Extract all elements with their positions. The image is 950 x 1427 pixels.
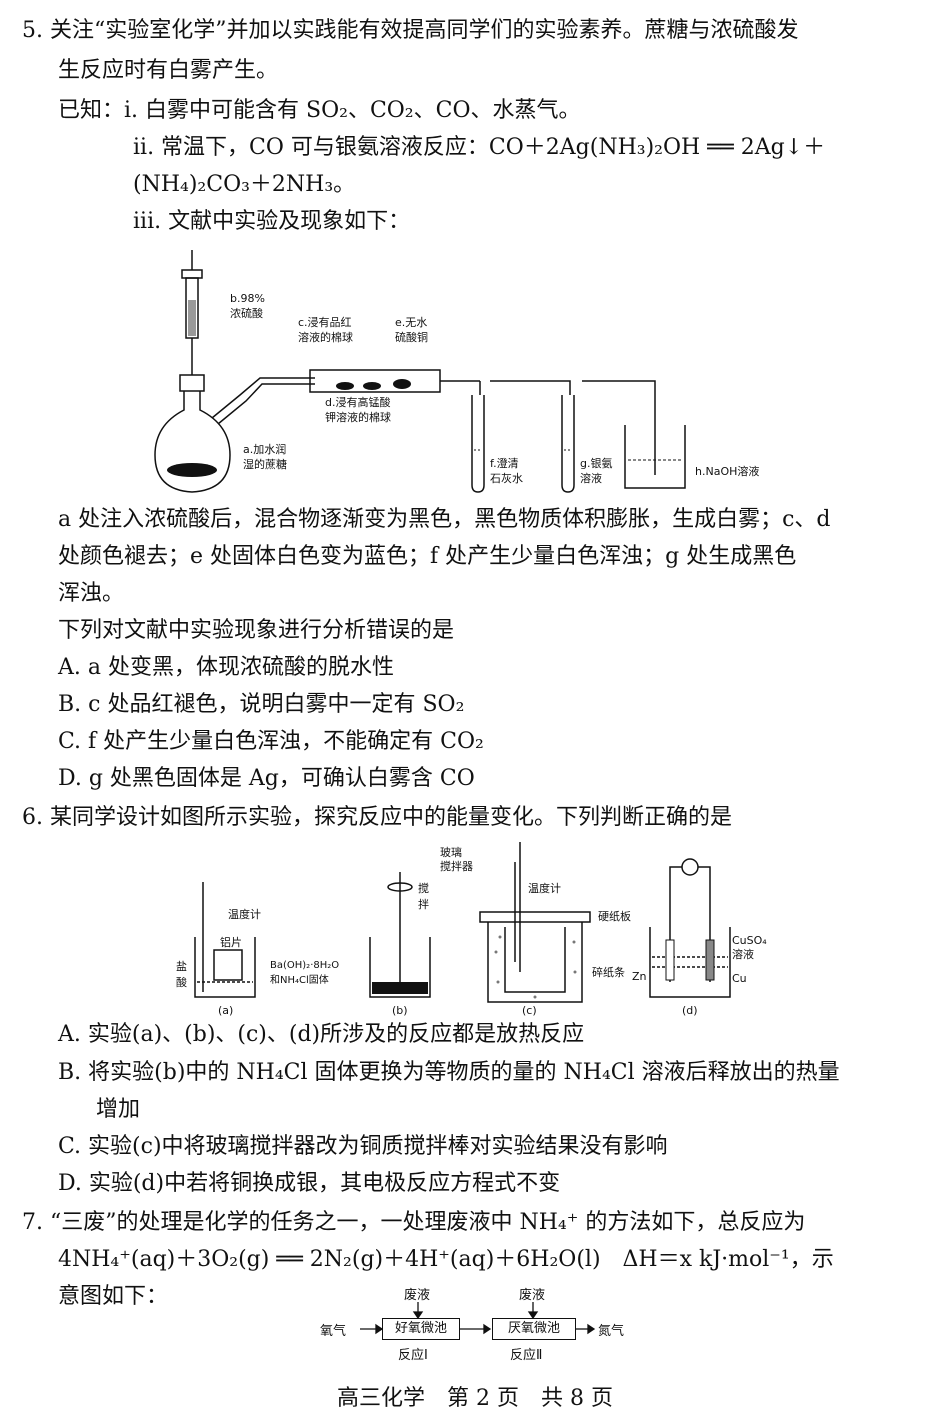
- label-g2: 溶液: [580, 472, 602, 485]
- label-thermometer-c: 温度计: [528, 882, 561, 895]
- q6-option-b-line-2: 增加: [96, 1097, 141, 1122]
- q6-option-b-line-1: B. 将实验(b)中的 NH₄Cl 固体更换为等物质的量的 NH₄Cl 溶液后释…: [58, 1060, 840, 1085]
- flow-nitrogen: 氮气: [598, 1324, 625, 1339]
- q5-observation-2: 处颜色褪去；e 处固体白色变为蓝色；f 处产生少量白色浑浊；g 处生成黑色: [58, 544, 797, 569]
- label-zn: Zn: [632, 970, 647, 983]
- flow-waste-1: 废液: [404, 1288, 431, 1303]
- label-g: g.银氨: [580, 457, 613, 470]
- flow-arrows: [360, 1302, 596, 1335]
- q5-option-b: B. c 处品红褪色，说明白雾中一定有 SO₂: [58, 692, 465, 717]
- caption-c: (c): [522, 1004, 537, 1017]
- caption-b: (b): [392, 1004, 408, 1017]
- label-cardboard: 硬纸板: [598, 910, 631, 923]
- label-aluminum: 铝片: [220, 936, 242, 949]
- label-f2: 石灰水: [490, 472, 523, 485]
- label-acid-2: 酸: [176, 976, 187, 989]
- q6-stem: 6. 某同学设计如图所示实验，探究反应中的能量变化。下列判断正确的是: [22, 805, 732, 830]
- flow-waste-2: 废液: [519, 1288, 546, 1303]
- q7-line-3: 意图如下：: [58, 1284, 169, 1309]
- page-footer: 高三化学 第 2 页 共 8 页: [337, 1386, 613, 1411]
- q5-question: 下列对文献中实验现象进行分析错误的是: [58, 618, 455, 643]
- q6-experiment-figure: 温度计 铝片 盐 酸 搅 拌 Ba(OH)₂·8H₂O 和NH₄Cl固体 玻璃 …: [170, 842, 770, 1020]
- flow-anaerobic-tank: 厌氧微池: [492, 1318, 576, 1340]
- q5-apparatus-figure: b.98% 浓硫酸 c.浸有品红 溶液的棉球 e.无水 硫酸铜 d.浸有高锰酸 …: [150, 250, 759, 500]
- label-f: f.澄清: [490, 457, 519, 470]
- label-nh4cl: 和NH₄Cl固体: [270, 975, 329, 986]
- q7-line-2: 4NH₄⁺(aq)＋3O₂(g) ══ 2N₂(g)＋4H⁺(aq)＋6H₂O(…: [58, 1247, 834, 1272]
- label-stir-1: 搅: [418, 882, 429, 895]
- q5-option-d: D. g 处黑色固体是 Ag，可确认白雾含 CO: [58, 766, 475, 791]
- flow-aerobic-tank: 好氧微池: [382, 1318, 460, 1340]
- q5-line-2: 生反应时有白雾产生。: [58, 58, 279, 83]
- q6-option-c: C. 实验(c)中将玻璃搅拌器改为铜质搅拌棒对实验结果没有影响: [58, 1134, 668, 1159]
- q5-known-2: ii. 常温下，CO 可与银氨溶液反应：CO＋2Ag(NH₃)₂OH ══ 2A…: [133, 135, 826, 160]
- q7-flow-diagram: 废液 废液 氧气 好氧微池 厌氧微池 氮气 反应Ⅰ 反应Ⅱ: [318, 1282, 638, 1372]
- experiments-drawing: [194, 842, 731, 1003]
- apparatus-drawing: [154, 250, 686, 493]
- label-d: d.浸有高锰酸: [325, 396, 391, 409]
- label-glass-1: 玻璃: [440, 846, 462, 859]
- label-e: e.无水: [395, 316, 428, 329]
- q6-option-d: D. 实验(d)中若将铜换成银，其电极反应方程式不变: [58, 1171, 561, 1196]
- q5-observation-3: 浑浊。: [58, 581, 125, 606]
- q5-known-4: iii. 文献中实验及现象如下：: [133, 209, 411, 234]
- label-b2: 浓硫酸: [230, 307, 263, 320]
- label-stir-2: 拌: [418, 898, 429, 911]
- q5-option-a: A. a 处变黑，体现浓硫酸的脱水性: [58, 655, 394, 680]
- q5-known-3: (NH₄)₂CO₃＋2NH₃。: [133, 172, 356, 197]
- flow-oxygen: 氧气: [320, 1324, 347, 1339]
- caption-d: (d): [682, 1004, 698, 1017]
- q5-line-1: 5. 关注“实验室化学”并加以实践能有效提高同学们的实验素养。蔗糖与浓硫酸发: [22, 18, 799, 43]
- label-cu: Cu: [732, 972, 747, 985]
- label-h: h.NaOH溶液: [695, 465, 760, 478]
- label-a: a.加水润: [243, 443, 287, 456]
- label-acid-1: 盐: [176, 960, 187, 973]
- label-baoh2: Ba(OH)₂·8H₂O: [270, 960, 340, 971]
- label-d2: 钾溶液的棉球: [325, 411, 391, 424]
- label-c2: 溶液的棉球: [298, 331, 353, 344]
- flow-reaction-1: 反应Ⅰ: [398, 1348, 428, 1363]
- label-e2: 硫酸铜: [395, 331, 428, 344]
- q5-observation-1: a 处注入浓硫酸后，混合物逐渐变为黑色，黑色物质体积膨胀，生成白雾；c、d: [58, 507, 831, 532]
- label-cuso4: CuSO₄: [732, 934, 767, 947]
- q7-line-1: 7. “三废”的处理是化学的任务之一，一处理废液中 NH₄⁺ 的方法如下，总反应…: [22, 1210, 806, 1235]
- label-glass-2: 搅拌器: [440, 860, 473, 873]
- label-paper-strips: 碎纸条: [592, 966, 625, 979]
- flow-reaction-2: 反应Ⅱ: [510, 1348, 543, 1363]
- label-thermometer-a: 温度计: [228, 908, 261, 921]
- label-solution: 溶液: [732, 948, 754, 961]
- label-a2: 湿的蔗糖: [243, 458, 287, 471]
- label-b: b.98%: [230, 292, 265, 305]
- label-c: c.浸有品红: [298, 316, 352, 329]
- caption-a: (a): [218, 1004, 234, 1017]
- q6-option-a: A. 实验(a)、(b)、(c)、(d)所涉及的反应都是放热反应: [58, 1022, 585, 1047]
- q5-known-1: 已知：i. 白雾中可能含有 SO₂、CO₂、CO、水蒸气。: [58, 98, 581, 123]
- q5-option-c: C. f 处产生少量白色浑浊，不能确定有 CO₂: [58, 729, 484, 754]
